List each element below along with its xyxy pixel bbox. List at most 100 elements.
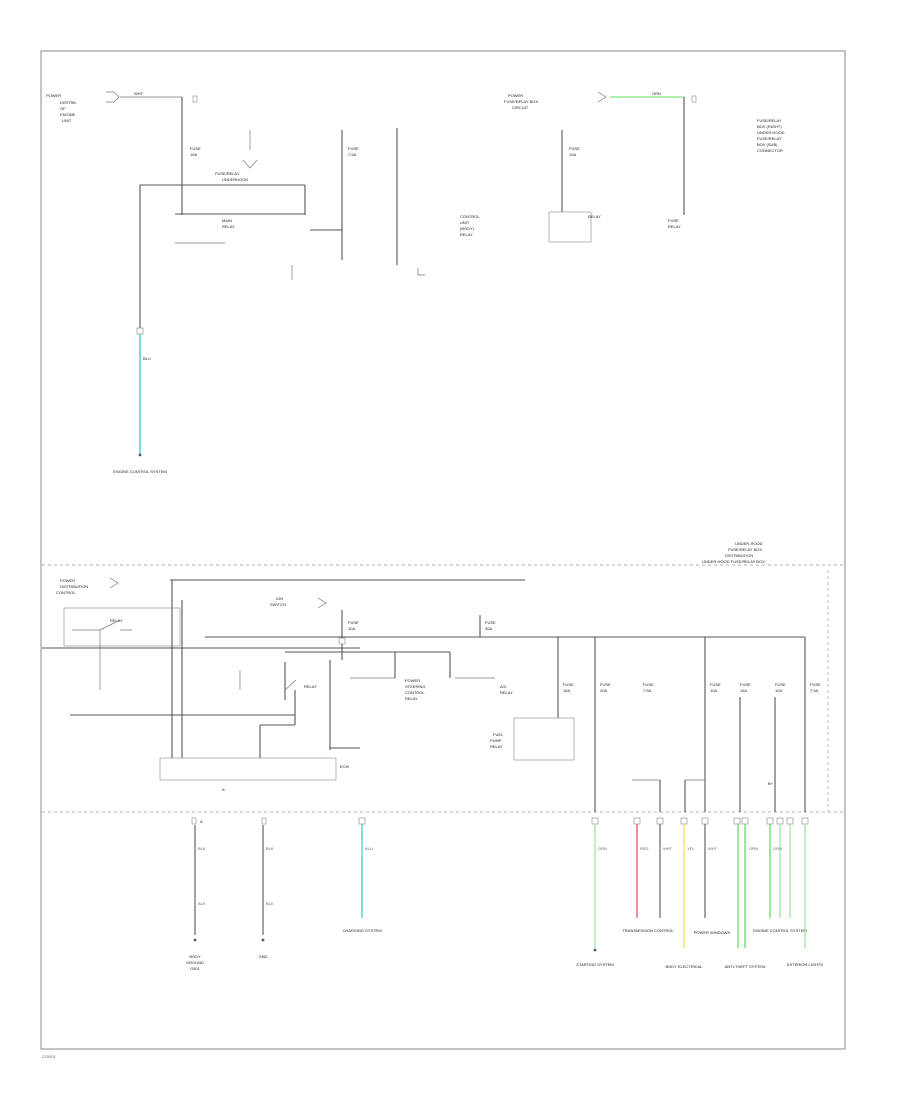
svg-text:A/C: A/C <box>500 684 507 689</box>
label-relay-box: UNDER-HOOD FUSE/RELAY BOX <box>702 559 765 564</box>
svg-text:STEERING: STEERING <box>405 684 425 689</box>
label-anti-theft: ANTI-THEFT SYSTEM <box>725 964 766 969</box>
svg-text:POWER: POWER <box>60 578 75 583</box>
svg-text:7.5A: 7.5A <box>643 688 652 693</box>
svg-text:YEL: YEL <box>687 846 695 851</box>
svg-text:FUSE: FUSE <box>563 682 574 687</box>
middle-section: UNDER-HOOD FUSE/RELAY BOX DISTRIBUTION U… <box>42 541 821 812</box>
svg-text:GRN: GRN <box>652 91 661 96</box>
svg-text:UNDER-HOOD: UNDER-HOOD <box>757 130 785 135</box>
svg-text:FUSE: FUSE <box>569 146 580 151</box>
svg-text:DISTRIBUTION: DISTRIBUTION <box>60 584 88 589</box>
svg-text:RELAY: RELAY <box>110 618 123 623</box>
svg-text:15A: 15A <box>563 688 570 693</box>
svg-text:WHT: WHT <box>708 846 718 851</box>
svg-text:RED: RED <box>640 846 649 851</box>
svg-text:10A: 10A <box>348 626 355 631</box>
svg-text:GRN: GRN <box>598 846 607 851</box>
bottom-section: A BLK BLK BODY GROUND G501 BLK BLK GND B… <box>186 817 823 971</box>
svg-text:OF: OF <box>60 106 66 111</box>
svg-text:FUSE/RELAY: FUSE/RELAY <box>215 171 240 176</box>
svg-text:CONTROL: CONTROL <box>405 690 425 695</box>
svg-text:UNDER-HOOD: UNDER-HOOD <box>735 541 763 546</box>
svg-text:RELAY: RELAY <box>460 232 473 237</box>
label-power-windows: POWER WINDOWS <box>694 930 731 935</box>
svg-text:BLU: BLU <box>365 846 373 851</box>
svg-text:CONNECTOR: CONNECTOR <box>757 148 783 153</box>
svg-text:FUSE/RELAY BOX: FUSE/RELAY BOX <box>504 99 538 104</box>
svg-text:7.5A: 7.5A <box>348 152 357 157</box>
svg-text:BODY: BODY <box>189 954 201 959</box>
svg-text:SWITCH: SWITCH <box>270 602 286 607</box>
svg-text:10A: 10A <box>569 152 576 157</box>
svg-text:FUSE: FUSE <box>600 682 611 687</box>
svg-text:FUSE: FUSE <box>485 620 496 625</box>
top-section: POWER DISTRIB. OF ENGINE UNIT WHT FUSE 1… <box>46 91 785 474</box>
svg-text:POWER: POWER <box>46 93 61 98</box>
label-power-ground: G501 <box>190 966 201 971</box>
svg-text:RELAY: RELAY <box>500 690 513 695</box>
label-exterior-lights: EXTERIOR LIGHTS <box>787 962 823 967</box>
svg-text:10A: 10A <box>710 688 717 693</box>
svg-text:CIRCUIT: CIRCUIT <box>512 105 529 110</box>
svg-text:A: A <box>200 819 203 824</box>
svg-text:BLK: BLK <box>198 846 206 851</box>
svg-text:ECM: ECM <box>340 764 349 769</box>
footer-code: ZZ0001 <box>42 1054 57 1059</box>
svg-text:FUSE: FUSE <box>348 146 359 151</box>
svg-text:RELAY: RELAY <box>405 696 418 701</box>
svg-text:B+: B+ <box>768 781 774 786</box>
control-module-box <box>159 757 337 781</box>
svg-text:WHT: WHT <box>663 846 673 851</box>
label-engine-control-2: ENGINE CONTROL SYSTEM <box>753 928 806 933</box>
svg-text:15A: 15A <box>740 688 747 693</box>
svg-text:BLU: BLU <box>143 356 151 361</box>
svg-text:WHT: WHT <box>134 91 144 96</box>
svg-text:20A: 20A <box>600 688 607 693</box>
svg-text:GRN: GRN <box>773 846 782 851</box>
svg-text:FUSE: FUSE <box>190 146 201 151</box>
svg-text:A: A <box>222 787 225 792</box>
svg-text:IGN: IGN <box>276 596 283 601</box>
svg-text:FUSE/RELAY: FUSE/RELAY <box>757 136 782 141</box>
svg-text:FUSE: FUSE <box>643 682 654 687</box>
svg-text:UNDERHOOD: UNDERHOOD <box>222 177 248 182</box>
svg-text:BLK: BLK <box>266 846 274 851</box>
svg-text:DISTRIB.: DISTRIB. <box>60 100 77 105</box>
svg-text:ENGINE: ENGINE <box>60 112 76 117</box>
svg-text:10A: 10A <box>775 688 782 693</box>
diagram-frame <box>40 50 846 1050</box>
svg-text:(BODY): (BODY) <box>460 226 475 231</box>
svg-text:POWER: POWER <box>405 678 420 683</box>
svg-text:RELAY: RELAY <box>668 224 681 229</box>
label-charging-system: CHARGING SYSTEM <box>342 928 381 933</box>
label-engine-control: ENGINE CONTROL SYSTEM <box>113 469 166 474</box>
svg-text:FUSE/RELAY: FUSE/RELAY <box>757 118 782 123</box>
svg-text:FUSE: FUSE <box>668 218 679 223</box>
svg-text:RELAY: RELAY <box>222 224 235 229</box>
label-transmission: TRANSMISSION CONTROL <box>622 928 674 933</box>
svg-text:PUMP: PUMP <box>490 738 502 743</box>
svg-text:CONTROL: CONTROL <box>56 590 76 595</box>
svg-text:FUSE: FUSE <box>775 682 786 687</box>
svg-text:POWER: POWER <box>508 93 523 98</box>
svg-text:UNIT: UNIT <box>62 118 72 123</box>
svg-text:GRN: GRN <box>749 846 758 851</box>
svg-text:RELAY: RELAY <box>304 684 317 689</box>
svg-text:FUSE/RELAY BOX: FUSE/RELAY BOX <box>728 547 762 552</box>
svg-text:FUSE: FUSE <box>810 682 821 687</box>
svg-text:FUSE: FUSE <box>348 620 359 625</box>
svg-text:FUEL: FUEL <box>493 732 504 737</box>
svg-text:FUSE: FUSE <box>710 682 721 687</box>
svg-text:BLK: BLK <box>266 901 274 906</box>
svg-text:CONTROL: CONTROL <box>460 214 480 219</box>
label-body-electrical: BODY ELECTRICAL <box>665 964 703 969</box>
svg-text:UNIT: UNIT <box>460 220 470 225</box>
svg-text:15A: 15A <box>190 152 197 157</box>
svg-text:BLK: BLK <box>198 901 206 906</box>
svg-text:BOX (SUB): BOX (SUB) <box>757 142 778 147</box>
svg-text:RELAY: RELAY <box>490 744 503 749</box>
svg-text:RELAY: RELAY <box>588 214 601 219</box>
svg-text:7.5A: 7.5A <box>810 688 819 693</box>
